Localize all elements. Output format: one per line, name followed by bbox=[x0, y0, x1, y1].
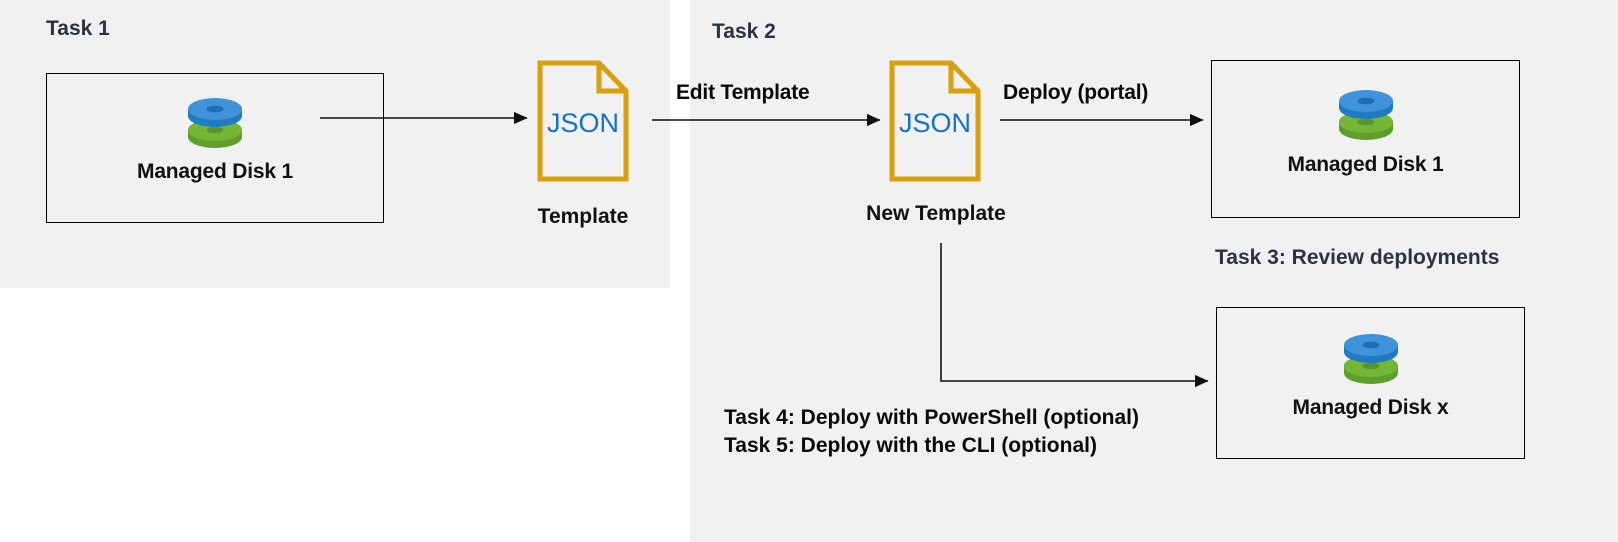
template-caption: Template bbox=[537, 205, 629, 228]
source-disk-box[interactable]: Managed Disk 1 bbox=[46, 73, 384, 223]
task2-title: Task 2 bbox=[712, 20, 776, 43]
task1-title: Task 1 bbox=[46, 17, 110, 40]
task4-note: Task 4: Deploy with PowerShell (optional… bbox=[724, 406, 1139, 429]
template-json-icon-text: JSON bbox=[547, 108, 619, 138]
source-disk-label: Managed Disk 1 bbox=[137, 160, 293, 183]
managed-disk-icon bbox=[184, 94, 246, 152]
deployed-disk-1-box[interactable]: Managed Disk 1 bbox=[1211, 60, 1520, 218]
new-template-json-icon-text: JSON bbox=[899, 108, 971, 138]
deployed-disk-x-label: Managed Disk x bbox=[1292, 396, 1449, 419]
edit-template-edge-label: Edit Template bbox=[676, 81, 810, 104]
task3-title: Task 3: Review deployments bbox=[1215, 246, 1500, 269]
panel-divider-gap bbox=[670, 0, 690, 542]
managed-disk-icon bbox=[1335, 86, 1397, 144]
managed-disk-icon bbox=[1340, 330, 1402, 388]
task5-note: Task 5: Deploy with the CLI (optional) bbox=[724, 434, 1097, 457]
deploy-portal-edge-label: Deploy (portal) bbox=[1003, 81, 1149, 104]
new-template-json-icon[interactable]: JSON bbox=[889, 60, 981, 182]
new-template-caption: New Template bbox=[866, 202, 1006, 225]
template-json-icon[interactable]: JSON bbox=[537, 60, 629, 182]
deployed-disk-1-label: Managed Disk 1 bbox=[1287, 153, 1444, 176]
deployed-disk-x-box[interactable]: Managed Disk x bbox=[1216, 307, 1525, 459]
